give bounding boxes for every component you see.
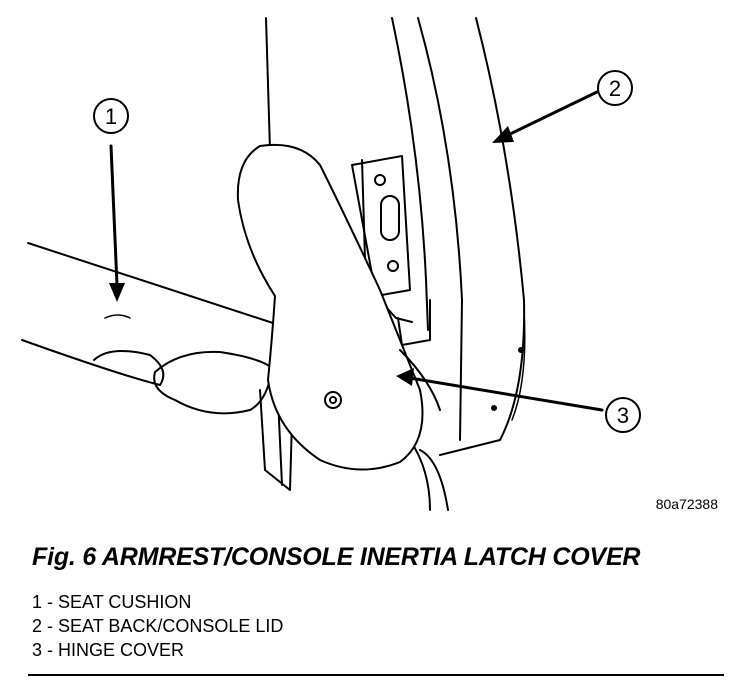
callout-2-circle (597, 70, 633, 106)
callout-1-label: 1 (105, 104, 117, 129)
leader-3 (408, 376, 604, 412)
callout-3-label: 3 (617, 403, 629, 428)
seat-back-panel (265, 17, 526, 456)
legend-item: 1 - SEAT CUSHION (32, 592, 192, 612)
leader-2 (506, 90, 599, 137)
callout-leaders (109, 90, 604, 412)
figure-code: 80a72388 (655, 496, 718, 512)
legend-item: 2 - SEAT BACK/CONSOLE LID (32, 616, 284, 636)
callout-2-label: 2 (609, 76, 621, 101)
callout-1-circle (93, 98, 129, 134)
bottom-rule (28, 674, 724, 676)
arrowheads (109, 126, 514, 386)
legend: 1 - SEAT CUSHION 2 - SEAT BACK/CONSOLE L… (32, 590, 283, 662)
callout-3-circle (605, 397, 641, 433)
armrest-diagram: 1 2 3 (21, 17, 641, 511)
armrest (236, 143, 441, 471)
leader-1 (109, 144, 119, 287)
legend-item: 3 - HINGE COVER (32, 640, 185, 660)
figure-caption: Fig. 6 ARMREST/CONSOLE INERTIA LATCH COV… (32, 543, 641, 571)
